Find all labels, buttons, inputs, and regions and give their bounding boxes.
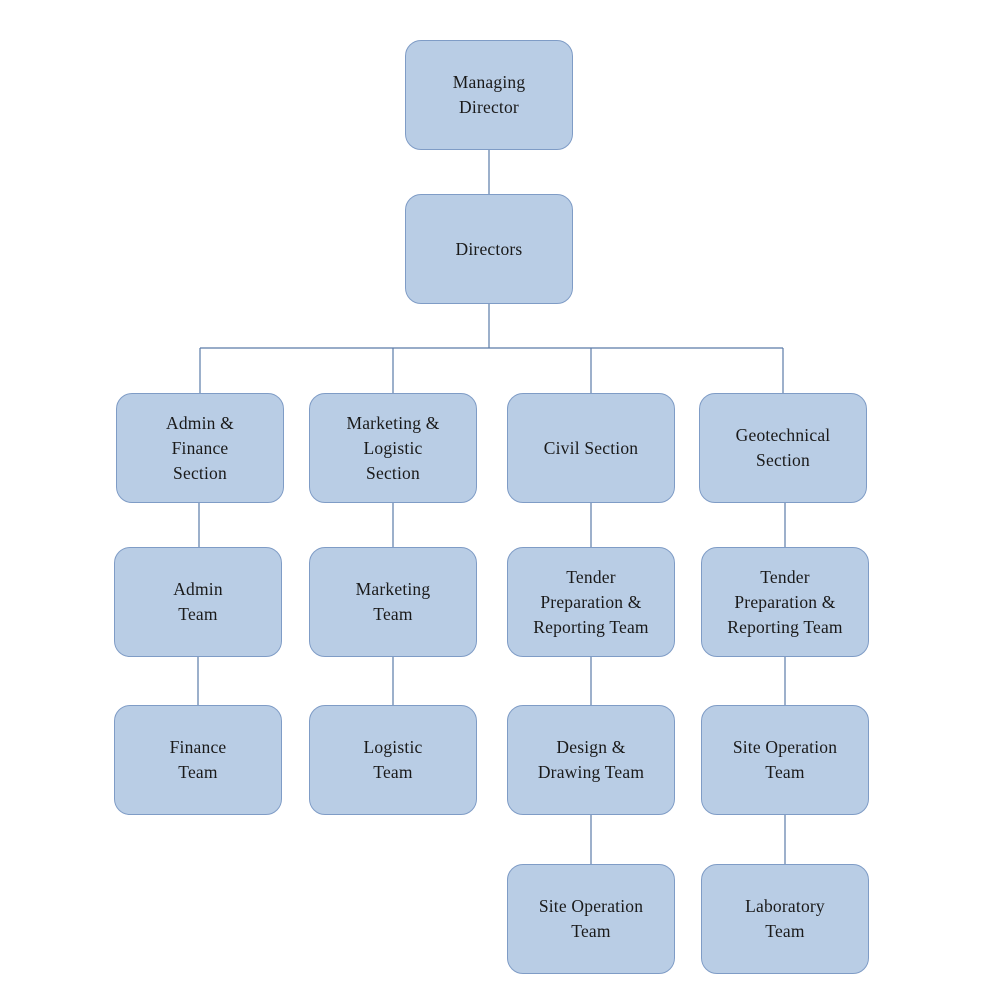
node-civil-design-team: Design & Drawing Team [507, 705, 675, 815]
node-directors: Directors [405, 194, 573, 304]
node-civil-tender-team: Tender Preparation & Reporting Team [507, 547, 675, 657]
node-label: Logistic Team [363, 737, 423, 782]
node-label: Managing Director [452, 72, 526, 117]
node-geo-site-operation-team: Site Operation Team [701, 705, 869, 815]
node-marketing-team: Marketing Team [309, 547, 477, 657]
node-label: Tender Preparation & Reporting Team [533, 566, 649, 637]
node-label: Design & Drawing Team [537, 737, 645, 782]
node-civil-section: Civil Section [507, 393, 675, 503]
node-marketing-logistic-section: Marketing & Logistic Section [309, 393, 477, 503]
node-label: Laboratory Team [745, 896, 825, 941]
node-label: Finance Team [169, 737, 227, 782]
node-geotechnical-section: Geotechnical Section [699, 393, 867, 503]
node-geo-tender-team: Tender Preparation & Reporting Team [701, 547, 869, 657]
node-finance-team: Finance Team [114, 705, 282, 815]
node-label: Directors [455, 238, 523, 259]
node-label: Site Operation Team [538, 896, 644, 941]
node-label: Tender Preparation & Reporting Team [727, 566, 843, 637]
node-label: Geotechnical Section [735, 425, 831, 470]
node-managing-director: Managing Director [405, 40, 573, 150]
node-label: Admin & Finance Section [166, 412, 234, 483]
node-label: Marketing & Logistic Section [346, 412, 440, 483]
node-admin-finance-section: Admin & Finance Section [116, 393, 284, 503]
node-civil-site-operation-team: Site Operation Team [507, 864, 675, 974]
node-admin-team: Admin Team [114, 547, 282, 657]
node-label: Site Operation Team [732, 737, 838, 782]
node-laboratory-team: Laboratory Team [701, 864, 869, 974]
node-label: Admin Team [173, 579, 223, 624]
node-label: Marketing Team [355, 579, 431, 624]
node-label: Civil Section [543, 437, 639, 458]
node-logistic-team: Logistic Team [309, 705, 477, 815]
